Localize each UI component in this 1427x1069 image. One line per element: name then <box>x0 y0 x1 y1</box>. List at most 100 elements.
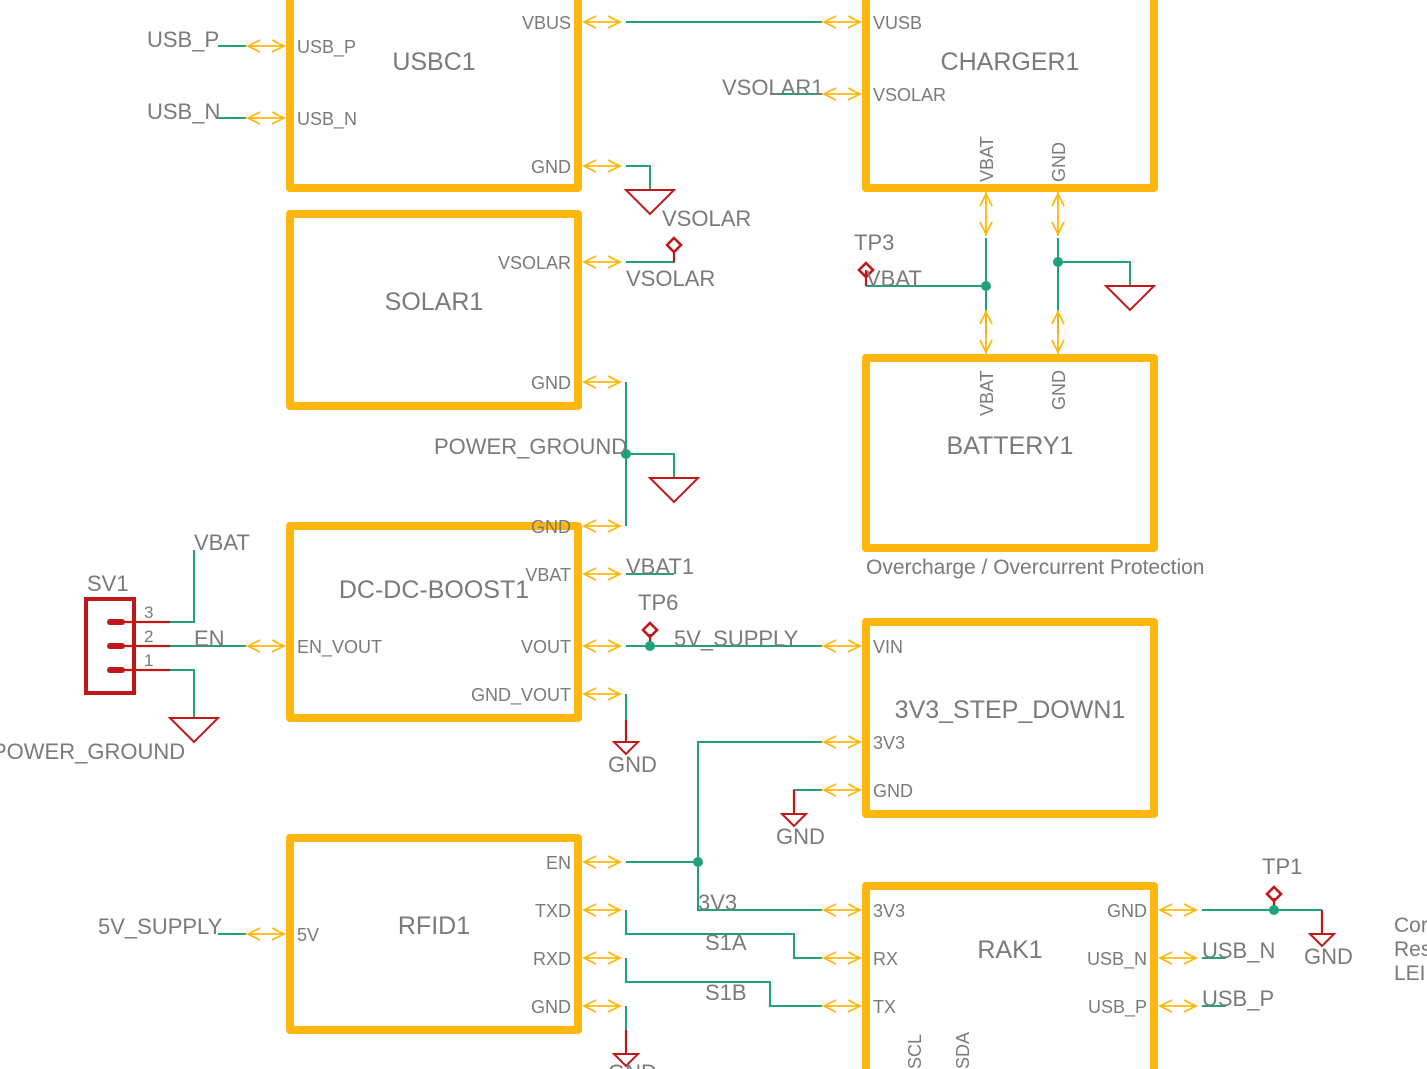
net-label[interactable]: VSOLAR <box>662 206 751 231</box>
pin-label: GND <box>531 997 571 1017</box>
wire-power-ground-sym[interactable] <box>626 453 675 478</box>
pin-label: GND <box>1049 370 1069 410</box>
net-label[interactable]: GND <box>1304 944 1353 969</box>
pin-arrow-icon[interactable] <box>821 15 863 29</box>
pin-arrow-icon[interactable] <box>821 903 863 917</box>
pin-arrow-icon[interactable] <box>821 735 863 749</box>
net-label[interactable]: USB_N <box>147 99 220 124</box>
pin-arrow-icon[interactable] <box>821 951 863 965</box>
pin-arrow-icon[interactable] <box>581 159 623 173</box>
testpoint-label[interactable]: TP3 <box>854 230 894 255</box>
pin-arrow-icon[interactable] <box>1157 999 1199 1013</box>
net-label[interactable]: GND <box>608 1060 657 1069</box>
part-charger1[interactable]: CHARGER1 VUSB VSOLAR VBAT GND <box>862 0 1158 192</box>
pin-arrow-icon[interactable] <box>581 855 623 869</box>
ground-arrow-icon[interactable] <box>1307 933 1337 948</box>
ground-arrow-icon[interactable] <box>779 813 809 828</box>
net-label[interactable]: VBAT <box>866 266 922 291</box>
pin-label: VUSB <box>873 13 922 33</box>
pin-arrow-icon[interactable] <box>581 687 623 701</box>
testpoint-diamond-icon[interactable] <box>665 236 683 254</box>
pin-arrow-icon[interactable] <box>245 639 287 653</box>
pin-arrow-icon[interactable] <box>821 639 863 653</box>
pin-label: GND <box>1107 901 1147 921</box>
pin-arrow-icon[interactable] <box>581 255 623 269</box>
pin-arrow-icon[interactable] <box>581 903 623 917</box>
net-label[interactable]: USB_P <box>1202 986 1274 1011</box>
pin-label: GND <box>531 157 571 177</box>
wire-usbc-gnd[interactable] <box>626 165 651 190</box>
net-label[interactable]: 5V_SUPPLY <box>98 914 223 939</box>
net-label[interactable]: 5V_SUPPLY <box>674 626 799 651</box>
pin-label: EN <box>546 853 571 873</box>
ground-triangle-icon[interactable] <box>623 189 677 216</box>
pin-arrow-icon[interactable] <box>581 951 623 965</box>
pin-arrow-icon[interactable] <box>581 519 623 533</box>
pin-arrow-icon[interactable] <box>581 375 623 389</box>
pin-arrow-icon[interactable] <box>581 15 623 29</box>
pin-arrow-icon[interactable] <box>979 191 993 237</box>
pin-arrow-icon[interactable] <box>1051 191 1065 237</box>
net-label[interactable]: GND <box>608 752 657 777</box>
testpoint-label[interactable]: TP1 <box>1262 854 1302 879</box>
header-sv1[interactable]: SV1 3 2 1 <box>84 571 170 695</box>
net-label[interactable]: 3V3 <box>698 890 737 915</box>
net-label[interactable]: GND <box>776 824 825 849</box>
net-label[interactable]: VBAT <box>194 530 250 555</box>
pin-arrow-icon[interactable] <box>245 927 287 941</box>
junction-dot <box>1269 905 1279 915</box>
wire-s1b[interactable] <box>625 958 822 1007</box>
net-label[interactable]: POWER_GROUND <box>434 434 627 459</box>
pin-arrow-icon[interactable] <box>581 639 623 653</box>
part-3v3-step-down1[interactable]: 3V3_STEP_DOWN1 VIN 3V3 GND <box>862 618 1158 818</box>
wire-gnd-sym-battery[interactable] <box>1058 261 1131 286</box>
pin-arrow-icon[interactable] <box>581 567 623 581</box>
part-name: RAK1 <box>977 936 1042 964</box>
testpoint-diamond-icon[interactable] <box>857 261 875 279</box>
net-label[interactable]: POWER_GROUND <box>0 739 185 764</box>
ground-triangle-icon[interactable] <box>167 717 221 744</box>
part-usbc1[interactable]: USBC1 USB_P USB_N VBUS GND <box>286 0 582 192</box>
net-label[interactable]: S1B <box>705 980 747 1005</box>
part-battery1[interactable]: BATTERY1 VBAT GND <box>862 354 1158 552</box>
pin-arrow-icon[interactable] <box>821 87 863 101</box>
part-name: CHARGER1 <box>941 48 1080 76</box>
ground-triangle-icon[interactable] <box>647 477 701 504</box>
part-dc-dc-boost1[interactable]: DC-DC-BOOST1 GND VBAT EN_VOUT VOUT GND_V… <box>286 517 582 722</box>
part-name: SOLAR1 <box>385 288 484 316</box>
net-label[interactable]: EN <box>194 626 225 651</box>
testpoint-diamond-icon[interactable] <box>1265 885 1283 903</box>
pin-arrow-icon[interactable] <box>821 783 863 797</box>
net-label[interactable]: S1A <box>705 930 747 955</box>
pin-arrow-icon[interactable] <box>821 999 863 1013</box>
net-label[interactable]: VBAT1 <box>626 554 694 579</box>
wire-s1a[interactable] <box>625 910 822 959</box>
net-label[interactable]: VSOLAR1 <box>722 75 824 100</box>
pin-arrow-icon[interactable] <box>1157 951 1199 965</box>
pin-arrow-icon[interactable] <box>1157 903 1199 917</box>
net-label[interactable]: USB_P <box>147 27 219 52</box>
wire-header-gnd[interactable] <box>170 669 195 718</box>
net-label[interactable]: USB_N <box>1202 938 1275 963</box>
wire-header-vbat[interactable] <box>170 550 195 623</box>
part-rfid1[interactable]: RFID1 5V EN TXD RXD GND <box>286 834 582 1034</box>
testpoint-diamond-icon[interactable] <box>641 621 659 639</box>
ground-arrow-icon[interactable] <box>611 1053 641 1068</box>
pin-arrow-icon[interactable] <box>1051 309 1065 355</box>
wire-3v3-stepdown[interactable] <box>697 741 822 911</box>
pin-label: 3V3 <box>873 733 905 753</box>
net-label[interactable]: VSOLAR <box>626 266 715 291</box>
pin-arrow-icon[interactable] <box>245 111 287 125</box>
pin-arrow-icon[interactable] <box>245 39 287 53</box>
testpoint-label[interactable]: TP6 <box>638 590 678 615</box>
ground-arrow-icon[interactable] <box>611 741 641 756</box>
pin-label: SCL <box>905 1034 925 1069</box>
pin-arrow-icon[interactable] <box>979 309 993 355</box>
wire-solar-vsolar[interactable] <box>626 250 675 263</box>
ground-triangle-icon[interactable] <box>1103 285 1157 312</box>
part-solar1[interactable]: SOLAR1 VSOLAR GND <box>286 210 582 410</box>
header-pin-number: 2 <box>144 627 153 646</box>
pin-arrow-icon[interactable] <box>581 999 623 1013</box>
part-rak1[interactable]: RAK1 3V3 RX TX GND USB_N USB_P SCL SDA <box>862 882 1158 1069</box>
wire-stepdown-gnd[interactable] <box>793 789 822 800</box>
